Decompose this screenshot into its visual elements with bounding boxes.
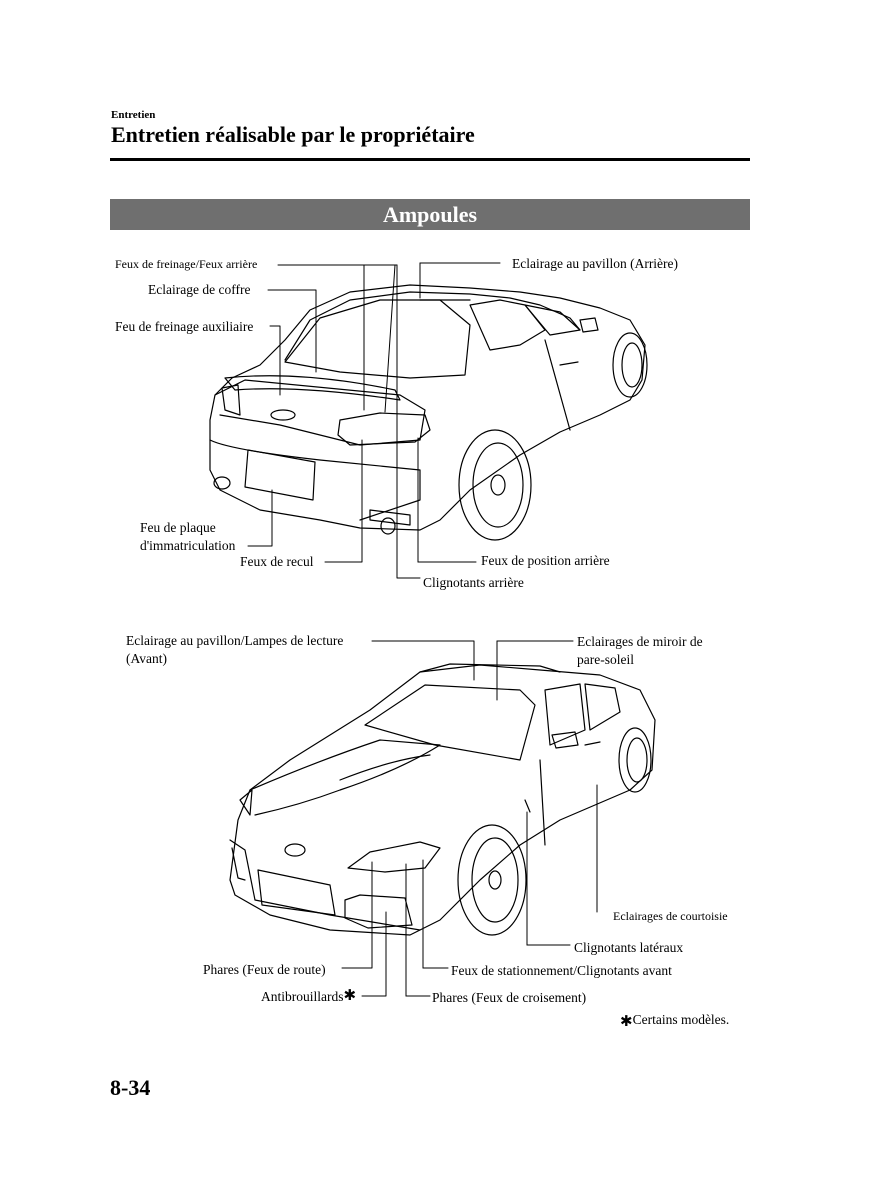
page-title: Entretien réalisable par le propriétaire [111, 122, 475, 147]
label-side-turn-signals: Clignotants latéraux [574, 940, 684, 955]
footnote-text: Certains modèles. [632, 1012, 730, 1027]
section-label: Entretien [111, 109, 156, 121]
label-fog-lights: Antibrouillards✱ [261, 988, 356, 1005]
footnote: ✱Certains modèles. [620, 1012, 729, 1031]
label-low-beam: Phares (Feux de croisement) [432, 990, 587, 1005]
label-aux-brake-light: Feu de freinage auxiliaire [115, 319, 254, 334]
front-car-illustration [229, 663, 656, 936]
label-overhead-front-line1: Eclairage au pavillon/Lampes de lecture [126, 633, 344, 648]
label-rear-position-lights: Feux de position arrière [481, 553, 610, 568]
label-parking-turn: Feux de stationnement/Clignotants avant [451, 963, 672, 978]
front-leader-lines [341, 640, 598, 997]
label-overhead-front-line2: (Avant) [126, 651, 167, 666]
label-plate-light-line2: d'immatriculation [140, 538, 236, 553]
label-plate-light-line1: Feu de plaque [140, 520, 216, 535]
label-trunk-light: Eclairage de coffre [148, 282, 251, 297]
label-vanity-line1: Eclairages de miroir de [577, 634, 703, 649]
label-vanity-line2: pare-soleil [577, 652, 634, 667]
label-brake-tail-lights: Feux de freinage/Feux arrière [115, 257, 258, 271]
rear-car-illustration [209, 284, 648, 541]
page-number: 8-34 [110, 1075, 151, 1100]
label-courtesy-lights: Eclairages de courtoisie [613, 909, 728, 923]
section-banner: Ampoules [110, 199, 750, 230]
label-overhead-rear: Eclairage au pavillon (Arrière) [512, 256, 679, 271]
label-fog-lights-text: Antibrouillards [261, 989, 344, 1004]
label-reverse-lights: Feux de recul [240, 554, 314, 569]
rear-leader-lines [247, 262, 501, 579]
title-rule [110, 158, 750, 161]
footnote-asterisk-icon: ✱ [620, 1014, 633, 1030]
label-high-beam: Phares (Feux de route) [203, 962, 326, 977]
label-rear-turn-signals: Clignotants arrière [423, 575, 524, 590]
asterisk-icon: ✱ [343, 988, 357, 1004]
